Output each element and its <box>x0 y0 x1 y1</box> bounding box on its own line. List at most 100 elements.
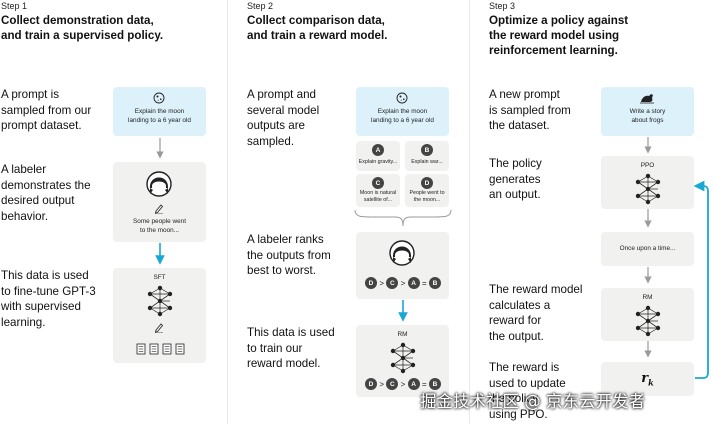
model-label: RM <box>642 294 653 301</box>
step-heading: Optimize a policy against the reward mod… <box>489 13 628 58</box>
step-description: A new prompt is sampled from the dataset… <box>489 87 571 134</box>
prompt-line: landing to a 6 year old <box>128 116 191 124</box>
desc-line: the output. <box>489 329 544 343</box>
desc-line: demonstrates the <box>1 178 91 192</box>
update-policy-arrow <box>694 180 709 379</box>
output-card-c: C Moon is natural satellite of... <box>356 174 400 207</box>
prompt-card: Write a story about frogs <box>601 87 694 136</box>
output-line: People went to <box>409 190 445 196</box>
step-description: The policy generates an output. <box>489 156 542 203</box>
reward-card: rk <box>601 362 694 396</box>
desc-line: with supervised <box>1 300 81 313</box>
rank-operator: > <box>400 379 406 389</box>
desc-line: an output. <box>489 188 541 201</box>
desc-line: calculates a <box>489 298 551 312</box>
desc-line: is sampled from <box>489 103 571 117</box>
demonstration-line: Some people went <box>133 218 186 225</box>
flow-arrow <box>644 267 652 284</box>
desc-line: A new prompt <box>489 88 560 101</box>
reward-model-card: RM <box>601 288 694 341</box>
desc-line: prompt dataset. <box>1 119 82 132</box>
rank-letter-badge: A <box>407 378 420 390</box>
flow-arrow <box>644 341 652 358</box>
letter-badge: D <box>421 177 433 189</box>
desc-line: generates <box>489 172 541 186</box>
document-stack-icon <box>136 343 185 355</box>
rank-letter-badge: D <box>365 277 377 289</box>
letter-badge: C <box>372 177 384 189</box>
step-description: The reward model calculates a reward for… <box>489 282 582 344</box>
output-line: Moon is natural <box>359 190 397 196</box>
desc-line: best to worst. <box>247 264 316 277</box>
prompt-line: about frogs <box>631 116 664 124</box>
flow-arrow <box>156 138 164 159</box>
desc-line: the dataset. <box>489 119 550 132</box>
reward-letter: r <box>641 370 649 386</box>
model-label: SFT <box>153 274 166 281</box>
watermark: 掘金技术社区 @ 京东云开发者 <box>420 392 645 411</box>
pencil-icon <box>154 323 164 333</box>
desc-line: the outputs from <box>247 248 331 262</box>
letter-badge: A <box>372 144 384 156</box>
demonstration-text: Some people went to the moon... <box>113 218 206 235</box>
column-divider <box>469 0 470 424</box>
step-description: A prompt and several model outputs are s… <box>247 87 319 149</box>
prompt-text: Explain the moon landing to a 6 year old <box>113 108 206 125</box>
ranking-row: D>C>A=B <box>365 378 441 390</box>
letter-badge: B <box>421 144 433 156</box>
output-line: the moon... <box>413 197 441 203</box>
labeler-face-icon <box>146 171 172 197</box>
heading-line: reinforcement learning. <box>489 44 618 57</box>
moon-icon <box>396 92 408 104</box>
desc-line: several model <box>247 103 320 117</box>
frog-icon <box>640 94 654 104</box>
output-card: Once upon a time... <box>601 232 694 266</box>
demonstration-card: Some people went to the moon... <box>113 162 206 242</box>
step-description: This data is used to fine-tune GPT-3 wit… <box>1 268 96 330</box>
heading-line: Collect demonstration data, <box>1 14 154 27</box>
step-description: A labeler demonstrates the desired outpu… <box>1 162 91 224</box>
step-description: A labeler ranks the outputs from best to… <box>247 232 331 279</box>
desc-line: The reward is <box>489 361 560 374</box>
output-card-d: D People went to the moon... <box>405 174 449 207</box>
output-text: Moon is natural satellite of... <box>356 190 400 204</box>
desc-line: using PPO. <box>489 407 548 421</box>
reward-subscript: k <box>648 377 654 388</box>
output-text: Explain gravity... <box>358 159 398 165</box>
demonstration-line: to the moon... <box>139 226 180 234</box>
desc-line: A labeler <box>1 163 47 176</box>
policy-card: PPO <box>601 156 694 209</box>
heading-line: and train a reward model. <box>247 29 388 42</box>
desc-line: sampled from our <box>1 103 92 117</box>
training-arrow <box>398 300 408 322</box>
desc-line: This data is used <box>247 326 335 339</box>
outputs-bracket <box>354 209 452 227</box>
model-label: PPO <box>640 162 655 169</box>
desc-line: behavior. <box>1 209 49 223</box>
neural-network-icon <box>635 173 661 205</box>
desc-line: reward model. <box>247 357 321 370</box>
neural-network-icon <box>390 342 416 374</box>
training-arrow <box>155 243 165 265</box>
desc-line: This data is used <box>1 269 89 282</box>
desc-line: to fine-tune GPT-3 <box>1 284 96 298</box>
moon-icon <box>153 92 165 104</box>
step-heading: Collect demonstration data, and train a … <box>1 13 163 43</box>
rank-letter-badge: B <box>428 277 441 289</box>
prompt-line: landing to a 6 year old <box>371 116 434 124</box>
rank-operator: > <box>379 278 384 288</box>
step-label: Step 2 <box>247 1 274 11</box>
desc-line: learning. <box>1 315 46 329</box>
flow-arrow <box>644 137 652 154</box>
flow-arrow <box>644 209 652 228</box>
prompt-text: Explain the moon landing to a 6 year old <box>356 108 449 125</box>
desc-line: A prompt is <box>1 88 59 101</box>
heading-line: Collect comparison data, <box>247 14 385 27</box>
rank-letter-badge: A <box>407 277 420 289</box>
reward-symbol: rk <box>641 371 653 388</box>
step-description: The reward is used to update the policy … <box>489 360 566 422</box>
rank-operator: = <box>421 379 427 389</box>
prompt-line: Write a story <box>629 108 666 115</box>
rank-operator: > <box>400 278 406 288</box>
rank-letter-badge: C <box>386 378 399 390</box>
